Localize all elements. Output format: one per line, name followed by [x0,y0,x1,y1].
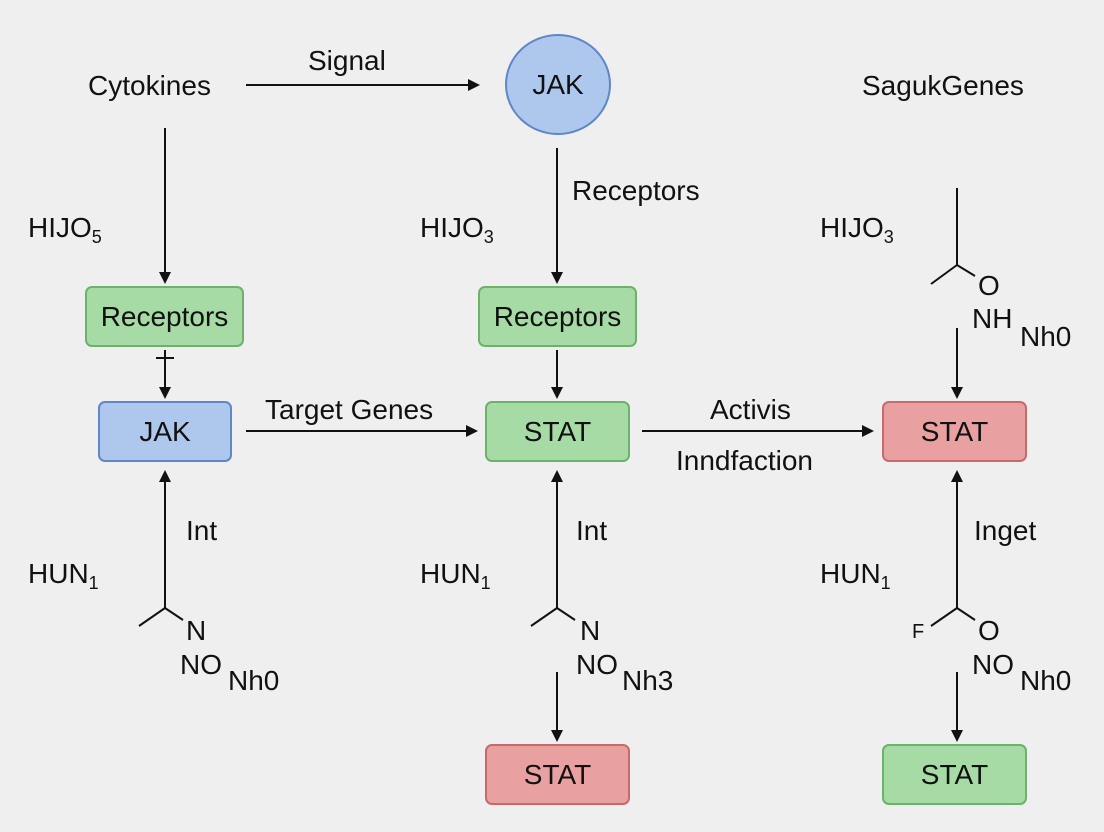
bond-right-top-3 [956,264,976,277]
stat-node-bottom-mid: STAT [485,744,630,805]
bond-left-2 [164,607,184,621]
int-mid-label: Int [576,515,608,546]
inget-label: Inget [974,515,1037,546]
chem-mid-no: NO [576,649,618,680]
target-genes-label: Target Genes [265,394,434,425]
bond-right-2 [956,607,976,621]
bond-mid-1 [530,607,558,627]
jak-box-node: JAK [98,401,232,462]
stat-node-mid: STAT [485,401,630,462]
bond-right-top-2 [930,264,958,285]
receptors-node-mid: Receptors [478,286,637,347]
formula-hun1-left: HUN1 [28,558,99,593]
chem-mid-nh3: Nh3 [622,665,674,696]
formula-hjo3-right: HIJO3 [820,212,894,247]
jak-circle-node: JAK [505,34,611,135]
bond-right-1 [930,607,958,627]
stat-node-bottom-right: STAT [882,744,1027,805]
stat-node-right: STAT [882,401,1027,462]
chem-mid-n: N [580,615,601,646]
bond-left-1 [138,607,166,627]
chem-left-n: N [186,615,207,646]
chem-left-nh0: Nh0 [228,665,280,696]
chem-right-top-nh0: Nh0 [1020,321,1072,352]
chem-right-top-nh: NH [972,303,1013,334]
inndfaction-label: Inndfaction [676,445,813,476]
int-left-label: Int [186,515,218,546]
activis-label: Activis [710,394,791,425]
bond-mid-2 [556,607,576,621]
formula-hun1-mid: HUN1 [420,558,491,593]
formula-hjo5: HIJO5 [28,212,102,247]
receptors-edge-label: Receptors [572,175,700,206]
sagukgenes-label: SagukGenes [862,70,1024,101]
cytokines-label: Cytokines [88,70,211,101]
chem-right-top-o: O [978,270,1000,301]
chem-right-nh0: Nh0 [1020,665,1072,696]
chem-left-no: NO [180,649,222,680]
chem-right-o: O [978,615,1000,646]
receptors-node-left: Receptors [85,286,244,347]
formula-hun1-right: HUN1 [820,558,891,593]
formula-hjo3-mid: HIJO3 [420,212,494,247]
chem-right-no: NO [972,649,1014,680]
signal-label: Signal [308,45,386,76]
chem-right-f: F [912,621,925,643]
